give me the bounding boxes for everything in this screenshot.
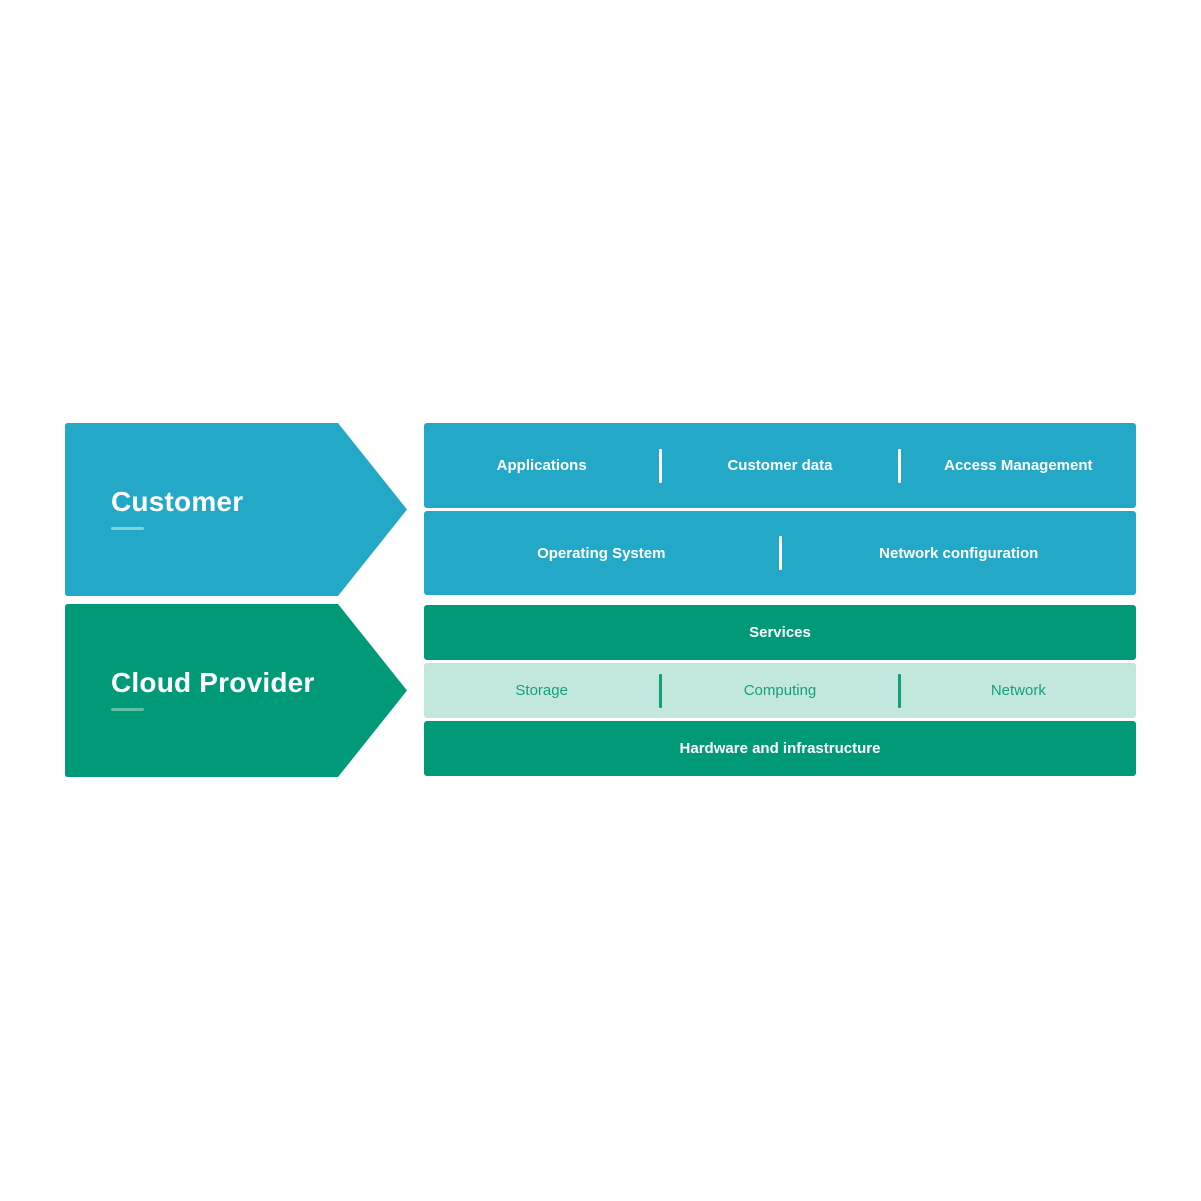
divider [897,673,901,708]
provider-layer-hardware: Hardware and infrastructure [424,721,1136,776]
cloud-provider-arrow-shape [65,604,407,777]
provider-layer-services: Services [424,605,1136,660]
provider-layer-resources: Storage Computing Network [424,663,1136,718]
customer-underline [111,527,144,530]
customer-layer-os: Operating System Network configuration [424,511,1136,595]
divider [897,448,901,483]
operating-system-cell: Operating System [537,544,666,562]
services-cell: Services [749,624,811,641]
access-management-cell: Access Management [944,457,1093,474]
customer-arrow-shape [65,423,407,596]
hardware-infrastructure-cell: Hardware and infrastructure [679,740,881,757]
cloud-provider-title: Cloud Provider [111,667,315,698]
network-cell: Network [990,682,1046,699]
cloud-provider-arrow: Cloud Provider [65,604,408,777]
divider [659,448,663,483]
customer-arrow: Customer [65,423,408,596]
storage-cell: Storage [515,682,568,699]
applications-cell: Applications [496,457,587,474]
divider [778,536,782,570]
customer-data-cell: Customer data [727,457,833,474]
network-configuration-cell: Network configuration [879,544,1039,562]
computing-cell: Computing [743,682,817,699]
customer-title: Customer [111,486,244,517]
customer-layer-apps: Applications Customer data Access Manage… [424,423,1136,508]
cloud-provider-underline [111,708,144,711]
divider [659,673,663,708]
